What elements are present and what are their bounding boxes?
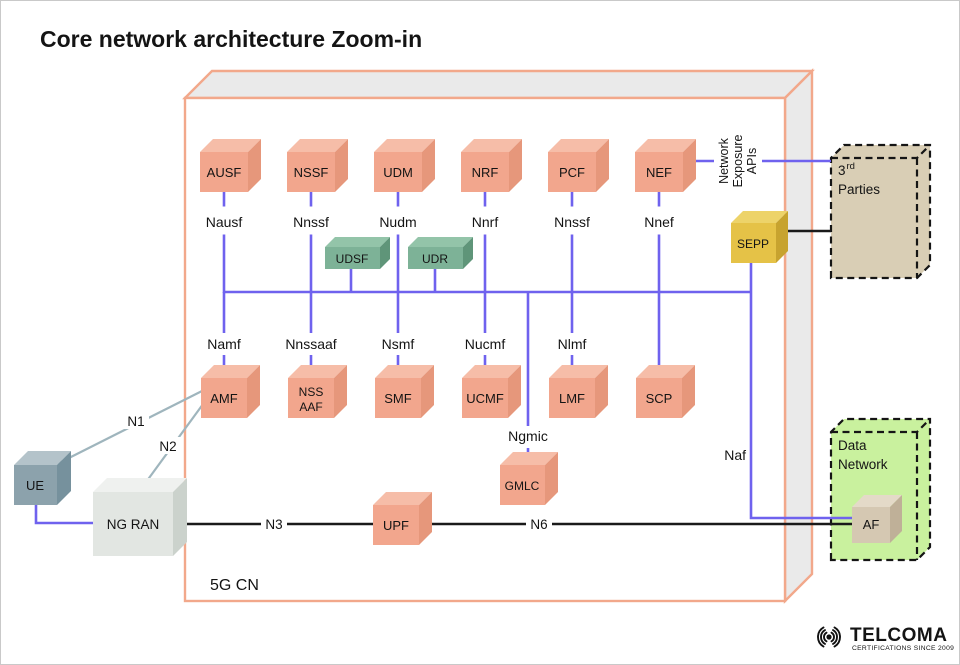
nf-box-lmf: LMF xyxy=(549,365,608,418)
nf-box-smf: SMF xyxy=(375,365,434,418)
nf-label-upf: UPF xyxy=(383,518,409,533)
nf-label-udm: UDM xyxy=(383,165,413,180)
nf-box-ngran: NG RAN xyxy=(93,478,187,556)
third-parties-box: 3 rd Parties xyxy=(829,143,932,280)
nf-label-ucmf: UCMF xyxy=(466,391,504,406)
sbi-naf: Naf xyxy=(724,447,746,463)
third-parties-num: 3 xyxy=(838,163,846,178)
nf-box-nef: NEF xyxy=(635,139,696,192)
nf-box-nssf: NSSF xyxy=(287,139,348,192)
data-network-label-1: Data xyxy=(838,438,867,453)
nea-line-1: Network xyxy=(717,137,731,184)
nf-box-upf: UPF xyxy=(373,492,432,545)
iface-n6: N6 xyxy=(530,517,547,532)
nf-box-ausf: AUSF xyxy=(200,139,261,192)
nf-label-af: AF xyxy=(863,517,880,532)
n6-label-bg xyxy=(526,515,552,532)
n1-label-bg xyxy=(123,412,149,429)
nea-line-2: Exposure xyxy=(731,135,745,188)
n3-label-bg xyxy=(261,515,287,532)
nf-label-smf: SMF xyxy=(384,391,412,406)
sbi-nnef: Nnef xyxy=(644,214,674,230)
nf-box-ucmf: UCMF xyxy=(462,365,521,418)
row2-sbi-labels: Namf Nnssaaf Nsmf Nucmf Nlmf Ngmic Naf xyxy=(207,336,746,463)
iface-n2: N2 xyxy=(159,439,176,454)
sbi-nnssf: Nnssf xyxy=(293,214,329,230)
nf-label-nssaaf-1: NSS xyxy=(299,385,324,399)
sbi-nausf: Nausf xyxy=(206,214,243,230)
container-right-face xyxy=(783,68,814,604)
nf-box-udm: UDM xyxy=(374,139,435,192)
sbi-ngmic: Ngmic xyxy=(508,428,548,444)
telcoma-logo: TELCOMA CERTIFICATIONS SINCE 2009 xyxy=(817,625,954,652)
iface-labels: N1 N2 N3 N6 xyxy=(123,412,552,532)
nf-box-udr: UDR xyxy=(408,237,473,269)
nf-label-nssf: NSSF xyxy=(294,165,329,180)
container-top-face xyxy=(182,69,815,100)
nf-label-nrf: NRF xyxy=(472,165,499,180)
iface-n1: N1 xyxy=(127,414,144,429)
core-label: 5G CN xyxy=(210,577,259,594)
nf-label-nssaaf-2: AAF xyxy=(299,400,322,414)
nf-box-sepp: SEPP xyxy=(731,211,788,263)
nf-label-lmf: LMF xyxy=(559,391,585,406)
sbi-nudm: Nudm xyxy=(379,214,416,230)
third-parties-word: Parties xyxy=(838,182,880,197)
nf-label-udr: UDR xyxy=(422,252,448,266)
sbi-nnrf: Nnrf xyxy=(472,214,499,230)
nf-box-udsf: UDSF xyxy=(325,237,390,269)
data-network-inner-edges xyxy=(831,418,931,560)
nf-box-amf: AMF xyxy=(201,365,260,418)
network-exposure-apis: Network Exposure APIs xyxy=(717,135,759,188)
nf-box-af: AF xyxy=(852,495,902,543)
nf-box-nssaaf: NSS AAF xyxy=(288,365,347,418)
nf-label-amf: AMF xyxy=(210,391,238,406)
sbi-bus-lines xyxy=(34,159,852,525)
sbi-namf: Namf xyxy=(207,336,241,352)
nf-label-pcf: PCF xyxy=(559,165,585,180)
iface-n3: N3 xyxy=(265,517,282,532)
logo-tagline: CERTIFICATIONS SINCE 2009 xyxy=(852,645,954,652)
third-parties-sup: rd xyxy=(847,161,855,172)
row1-sbi-labels: Nausf Nnssf Nudm Nnrf Nnssf Nnef xyxy=(206,214,674,230)
nea-line-3: APIs xyxy=(745,148,759,174)
third-parties-inner-edges xyxy=(831,144,931,278)
sbi-npcf: Nnssf xyxy=(554,214,590,230)
nf-label-ngran: NG RAN xyxy=(107,517,160,532)
sbi-nnssaaf: Nnssaaf xyxy=(285,336,336,352)
signal-icon xyxy=(817,626,841,648)
nf-label-ue: UE xyxy=(26,478,44,493)
nf-label-udsf: UDSF xyxy=(336,252,369,266)
n2-label-bg xyxy=(155,437,181,454)
sbi-nsmf: Nsmf xyxy=(382,336,415,352)
nf-label-scp: SCP xyxy=(646,391,673,406)
sbi-nlmf: Nlmf xyxy=(558,336,587,352)
nf-label-gmlc: GMLC xyxy=(505,479,540,493)
nf-box-scp: SCP xyxy=(636,365,695,418)
nf-label-ausf: AUSF xyxy=(207,165,242,180)
sbi-nucmf: Nucmf xyxy=(465,336,506,352)
nf-box-gmlc: GMLC xyxy=(500,452,558,505)
naf-line xyxy=(749,292,852,520)
nf-label-sepp: SEPP xyxy=(737,237,769,251)
logo-name: TELCOMA xyxy=(850,625,947,646)
nf-label-nef: NEF xyxy=(646,165,672,180)
page-title: Core network architecture Zoom-in xyxy=(40,26,422,52)
data-network-label-2: Network xyxy=(838,457,888,472)
ue-ngran-line xyxy=(34,505,93,525)
nf-box-ue: UE xyxy=(14,451,71,505)
nf-box-nrf: NRF xyxy=(461,139,522,192)
nf-box-pcf: PCF xyxy=(548,139,609,192)
